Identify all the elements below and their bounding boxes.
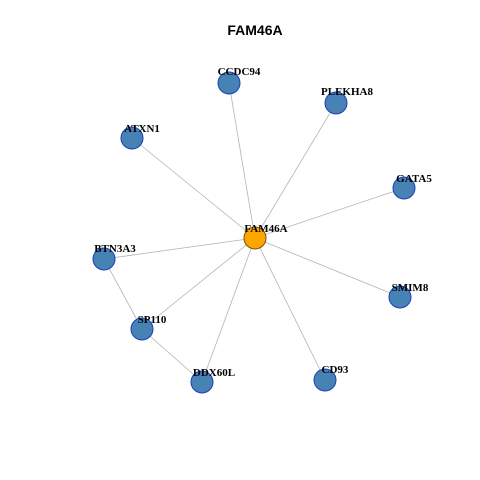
edge-fam46a-cd93 — [254, 237, 326, 381]
node-label: BTN3A3 — [94, 243, 136, 255]
edge-fam46a-ddx60l — [201, 237, 256, 383]
edge-fam46a-atxn1 — [131, 137, 256, 239]
node-sp110[interactable]: SP110 — [130, 314, 167, 341]
node-label: FAM46A — [244, 223, 287, 235]
node-ddx60l[interactable]: DDX60L — [190, 367, 235, 394]
node-atxn1[interactable]: ATXN1 — [120, 123, 160, 150]
edges-layer — [103, 82, 405, 383]
edge-fam46a-plekha8 — [254, 102, 337, 239]
node-cd93[interactable]: CD93 — [313, 364, 349, 392]
node-circle[interactable] — [313, 368, 337, 392]
node-circle[interactable] — [120, 126, 144, 150]
edge-sp110-ddx60l — [141, 328, 203, 383]
node-fam46a[interactable]: FAM46A — [243, 223, 288, 250]
edge-btn3a3-sp110 — [103, 258, 143, 330]
node-circle[interactable] — [392, 176, 416, 200]
node-label: DDX60L — [193, 367, 235, 379]
edge-fam46a-sp110 — [141, 237, 256, 330]
node-label: CD93 — [322, 364, 349, 376]
graph-title: FAM46A — [227, 22, 282, 38]
node-circle[interactable] — [388, 285, 412, 309]
node-ccdc94[interactable]: CCDC94 — [217, 66, 261, 95]
edge-fam46a-btn3a3 — [103, 237, 256, 260]
node-btn3a3[interactable]: BTN3A3 — [92, 243, 136, 271]
node-label: CCDC94 — [218, 66, 261, 78]
node-label: ATXN1 — [124, 123, 160, 135]
node-smim8[interactable]: SMIM8 — [388, 282, 429, 309]
edge-fam46a-gata5 — [254, 187, 405, 239]
node-plekha8[interactable]: PLEKHA8 — [321, 86, 373, 115]
node-circle[interactable] — [324, 91, 348, 115]
edge-fam46a-smim8 — [254, 237, 401, 298]
node-circle[interactable] — [190, 370, 214, 394]
node-label: SMIM8 — [392, 282, 429, 294]
node-label: GATA5 — [396, 173, 432, 185]
node-circle[interactable] — [130, 317, 154, 341]
nodes-layer: FAM46A CCDC94PLEKHA8ATXN1GATA5BTN3A3SMIM8… — [92, 66, 432, 394]
node-label: PLEKHA8 — [321, 86, 373, 98]
node-circle[interactable] — [217, 71, 241, 95]
node-circle[interactable] — [243, 226, 267, 250]
node-label: SP110 — [138, 314, 167, 326]
edge-fam46a-ccdc94 — [228, 82, 256, 239]
node-gata5[interactable]: GATA5 — [392, 173, 432, 200]
node-circle[interactable] — [92, 247, 116, 271]
